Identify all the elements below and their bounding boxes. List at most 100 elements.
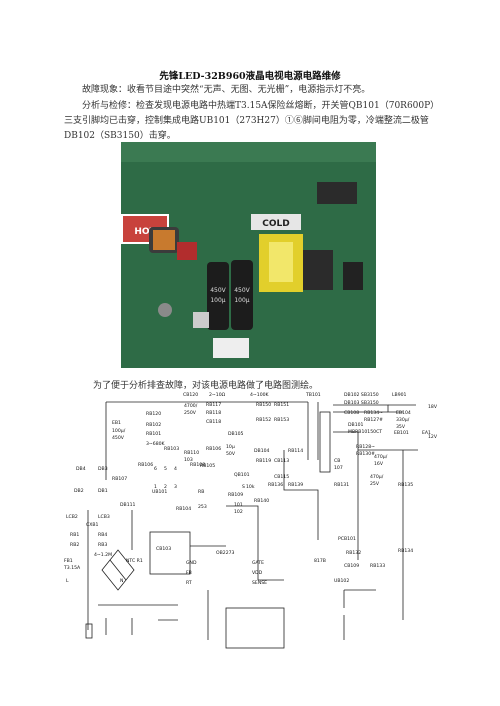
schematic-label-ub101: UB101 <box>152 489 167 495</box>
schematic-label-c16v: 16V <box>374 461 384 467</box>
hot-label: HOT <box>134 227 156 237</box>
schematic-label-rb132: RB132 <box>346 550 361 556</box>
schematic-label-r4m: 4~1.2M <box>94 552 112 558</box>
schematic-label-v12: 12V <box>428 434 438 440</box>
schematic-label-fb: FB <box>186 570 192 576</box>
schematic-label-lcb3: LCB3 <box>98 514 110 520</box>
schematic-label-s: S <box>242 484 245 490</box>
schematic-label-rb128: RB128~ <box>356 444 375 450</box>
schematic-label-rb150: RB150 <box>256 402 271 408</box>
schematic-label-c4700: 4700/ <box>184 403 198 409</box>
schematic-label-db101: DB101 <box>348 422 364 428</box>
schematic-label-rb109: RB109 <box>228 492 243 498</box>
schematic-label-rb135: RB135 <box>398 482 413 488</box>
schematic-label-n: N <box>120 578 123 584</box>
schematic-label-rb101: RB101 <box>146 431 161 437</box>
schematic-label-cb120: CB120 <box>183 392 198 398</box>
schematic-label-c250v: 250V <box>184 410 197 416</box>
schematic-label-rb2: RB2 <box>70 542 79 548</box>
schematic-label-cb109: CB109 <box>344 563 359 569</box>
schematic-label-rb105: RB105 <box>200 463 215 469</box>
cap1-voltage: 450V <box>210 287 226 294</box>
schematic-label-c470: 470μ/ <box>374 454 388 460</box>
schematic-label-rb114: RB114 <box>288 448 303 454</box>
schematic-label-c25v: 25V <box>370 481 380 487</box>
schematic-label-r3: 3~680K <box>146 441 166 447</box>
schematic-label-cb102: 102 <box>234 509 243 515</box>
schematic-label-c470b: 470μ/ <box>370 474 384 480</box>
schematic-label-rb120: RB120 <box>146 411 161 417</box>
schematic-label-p3: 3 <box>174 484 177 490</box>
schematic-label-rb: RB <box>198 489 204 495</box>
document-title: 先锋LED-32B960液晶电视电源电路维修 <box>159 71 341 82</box>
schematic-label-cb118: CB118 <box>206 419 221 425</box>
schematic-label-db102: DB102 SB3150 <box>344 392 379 398</box>
schematic-label-tb101: TB101 <box>305 392 321 398</box>
schematic-label-rb4: RB4 <box>98 532 107 538</box>
schematic-label-rb104: RB104 <box>176 506 191 512</box>
schematic-label-cb: CB <box>334 458 340 464</box>
schematic-label-rb133: RB133 <box>370 563 385 569</box>
schematic-label-eb104w: 35V <box>396 424 406 430</box>
schematic-label-rb153: RB153 <box>274 417 289 423</box>
schematic-label-l: L <box>66 578 69 584</box>
schematic-label-rb117: RB117 <box>206 402 221 408</box>
schematic-caption: 为了便于分析排查故障，对该电源电路做了电路图测绘。 <box>93 381 319 391</box>
schematic-label-cb103: CB103 <box>156 546 171 552</box>
schematic-label-eb101: EB101 <box>394 430 409 436</box>
schematic-label-rb140: RB140 <box>254 498 269 504</box>
schematic-label-eb104v: 330μ/ <box>396 417 410 423</box>
schematic-label-v18: 18V <box>428 404 438 410</box>
schematic-drawing: CB120 2~10Ω 4~100K TB101 DB102 SB3150 DB… <box>63 392 438 649</box>
schematic-label-lb901: LB901 <box>392 392 407 398</box>
schematic-label-qb101: QB101 <box>234 472 250 478</box>
schematic-label-p2: 2 <box>164 484 167 490</box>
schematic-label-rb118: RB118 <box>206 410 221 416</box>
schematic-label-rb134b: RB134 <box>398 548 413 554</box>
schematic-label-p4: 4 <box>174 466 177 472</box>
schematic-label-db2: DB2 <box>74 488 84 494</box>
schematic-label-vdd: VDD <box>252 570 263 576</box>
schematic-label-k10: 10k <box>246 484 255 490</box>
schematic-label-rb103: RB103 <box>164 446 179 452</box>
cap2-voltage: 450V <box>234 287 250 294</box>
schematic-label-rb119: RB119 <box>256 458 271 464</box>
cold-label: COLD <box>262 219 289 229</box>
schematic-label-db1: DB1 <box>98 488 108 494</box>
schematic-label-cb101: 101 <box>234 502 243 508</box>
schematic-label-cb113: CB113 <box>274 458 289 464</box>
schematic-label-rb1: RB1 <box>70 532 79 538</box>
cap2-value: 100μ <box>234 297 249 304</box>
schematic-label-db104: DB104 <box>254 448 270 454</box>
schematic-label-pcb101: PCB101 <box>338 536 356 542</box>
schematic-label-db4: DB4 <box>76 466 86 472</box>
analysis-paragraph: 分析与检修：检查发现电源电路中热端T3.15A保险丝熔断，开关管QB101（70… <box>64 101 440 141</box>
schematic-label-rb107: RB107 <box>112 476 127 482</box>
schematic-label-c817: 817B <box>314 558 326 564</box>
schematic-label-ntc: NTC R1 <box>126 558 143 564</box>
schematic-label-ub102: UB102 <box>334 578 349 584</box>
schematic-label-rb131: RB131 <box>334 482 349 488</box>
schematic-label-ea1: EA1 <box>422 430 431 436</box>
schematic-label-r2: 2~10Ω <box>209 392 226 398</box>
schematic-label-r4: 4~100K <box>250 392 270 398</box>
schematic-label-c50v: 50V <box>226 451 236 457</box>
schematic-label-rb108: RB108 <box>190 462 205 468</box>
schematic-label-db111: DB111 <box>120 502 136 508</box>
schematic-label-rb106: RB106 <box>138 462 153 468</box>
schematic-label-rb151: RB151 <box>274 402 289 408</box>
schematic-label-gate: GATE <box>252 560 264 566</box>
schematic-label-rb134: RB134~ <box>364 410 383 416</box>
schematic-label-rb127: RB127# <box>364 417 383 423</box>
schematic-label-rb136: RB136 <box>268 482 283 488</box>
cap1-value: 100μ <box>210 297 225 304</box>
schematic-label-eb1: EB1 <box>112 420 121 426</box>
schematic-label-p1: 1 <box>154 484 157 490</box>
schematic-label-cb115: CB115 <box>274 474 289 480</box>
schematic-label-rb106: RB106 <box>206 446 221 452</box>
schematic-label-ic: OB2273 <box>216 550 235 556</box>
schematic-label-eb1w: 450V <box>112 435 125 441</box>
schematic-label-db105: DB105 <box>228 431 244 437</box>
schematic-label-rt: RT <box>186 580 192 586</box>
schematic-label-eb104: EB104 <box>396 410 411 416</box>
